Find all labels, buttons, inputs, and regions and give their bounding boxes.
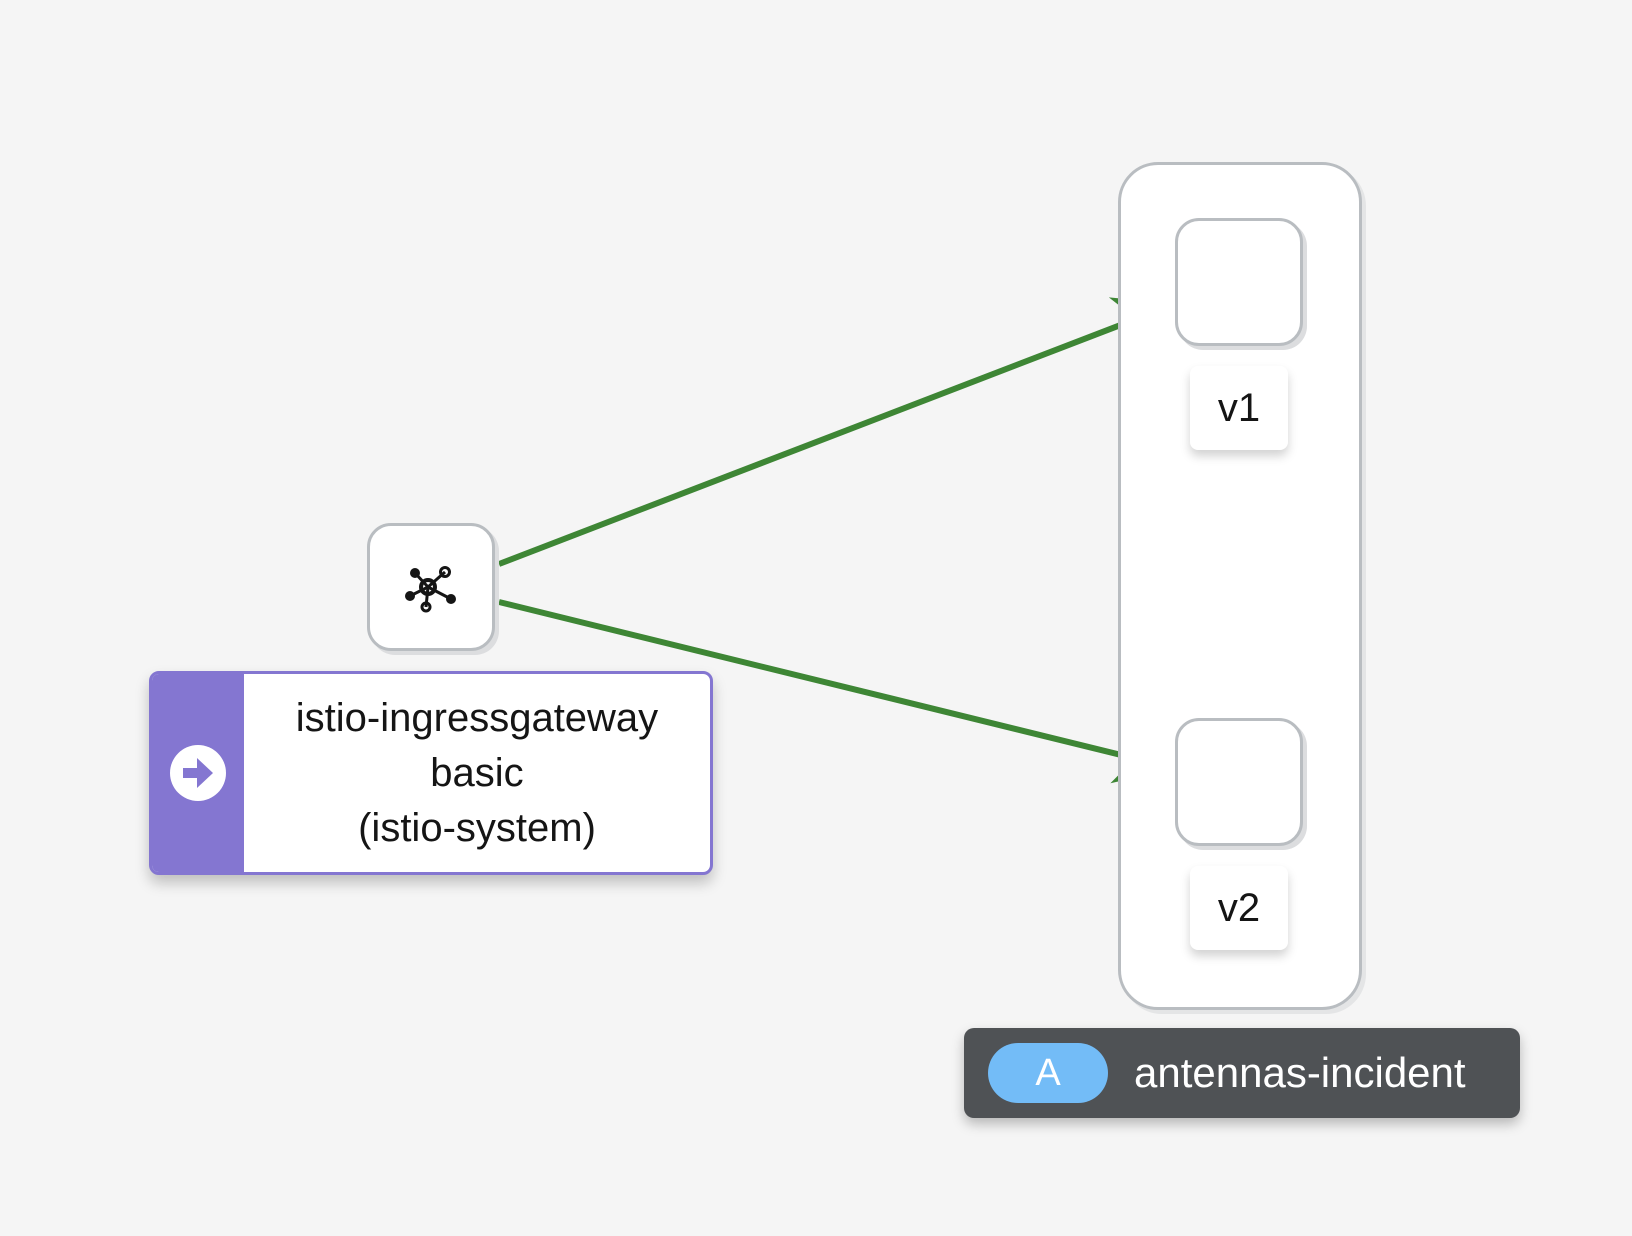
version-node-v1[interactable] bbox=[1175, 218, 1303, 346]
arrow-circle-right-icon bbox=[170, 745, 226, 801]
gateway-badge bbox=[152, 674, 244, 872]
version-label-text: v1 bbox=[1217, 385, 1261, 430]
gateway-name-line2: basic bbox=[430, 750, 524, 795]
version-label-v1: v1 bbox=[1190, 366, 1288, 450]
gateway-namespace: (istio-system) bbox=[358, 805, 596, 850]
version-label-text: v2 bbox=[1217, 885, 1261, 930]
gateway-node[interactable] bbox=[367, 523, 495, 651]
app-badge: A bbox=[988, 1043, 1108, 1103]
app-name: antennas-incident bbox=[1134, 1049, 1466, 1096]
gateway-name-line1: istio-ingressgateway bbox=[295, 695, 659, 740]
service-mesh-icon bbox=[405, 566, 456, 613]
gateway-label: istio-ingressgateway basic (istio-system… bbox=[149, 671, 713, 875]
gateway-name: istio-ingressgateway basic (istio-system… bbox=[244, 674, 710, 872]
version-label-v2: v2 bbox=[1190, 866, 1288, 950]
version-node-v2[interactable] bbox=[1175, 718, 1303, 846]
edge-gateway-to-v2[interactable] bbox=[498, 599, 1176, 784]
app-group-label: A antennas-incident bbox=[964, 1028, 1520, 1118]
edge-gateway-to-v1[interactable] bbox=[497, 297, 1176, 567]
